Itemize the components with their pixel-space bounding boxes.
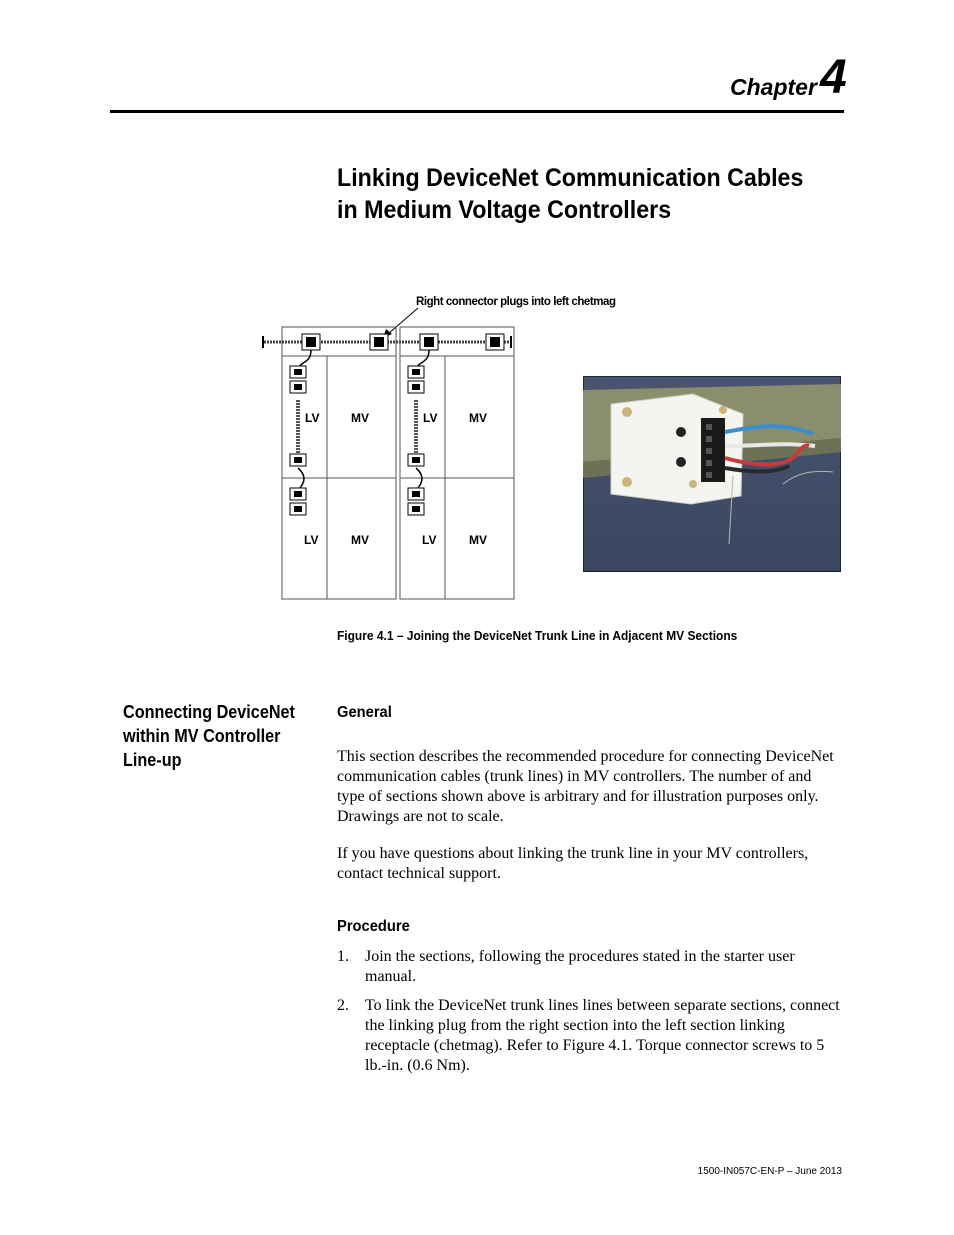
step-text: To link the DeviceNet trunk lines lines … bbox=[365, 997, 840, 1074]
side-heading-line: Connecting DeviceNet bbox=[123, 702, 295, 722]
side-heading-line: Line-up bbox=[123, 750, 182, 770]
general-heading: General bbox=[337, 704, 392, 721]
cell-label-mv: MV bbox=[351, 533, 369, 547]
section-left-outline bbox=[281, 326, 397, 600]
photo-plug bbox=[701, 418, 725, 482]
cell-label-mv: MV bbox=[469, 533, 487, 547]
section-right-outline bbox=[399, 326, 515, 600]
photo-hole bbox=[676, 457, 686, 467]
device-connector bbox=[407, 365, 425, 394]
photo-wire-thin bbox=[728, 475, 734, 545]
step-number: 1. bbox=[337, 948, 349, 965]
list-item: 2. To link the DeviceNet trunk lines lin… bbox=[337, 996, 842, 1076]
trunk-connector bbox=[301, 333, 321, 351]
procedure-heading: Procedure bbox=[337, 918, 410, 935]
photo-wire bbox=[724, 424, 814, 436]
photo-wire bbox=[724, 443, 810, 467]
drop-cable bbox=[415, 467, 423, 491]
cell-label-lv: LV bbox=[422, 533, 436, 547]
cell-label-lv: LV bbox=[305, 411, 319, 425]
page-title: Linking DeviceNet Communication Cables i… bbox=[337, 162, 821, 226]
step-number: 2. bbox=[337, 997, 349, 1014]
procedure-steps: 1. Join the sections, following the proc… bbox=[337, 947, 842, 1085]
device-connector bbox=[407, 487, 425, 516]
chapter-number: 4 bbox=[820, 51, 847, 104]
photo-pin bbox=[706, 448, 712, 454]
device-connector bbox=[289, 365, 307, 394]
photo-wire bbox=[724, 464, 790, 474]
section-side-heading: Connecting DeviceNet within MV Controlle… bbox=[123, 700, 303, 772]
page-title-line-2: in Medium Voltage Controllers bbox=[337, 196, 672, 224]
trunk-connector bbox=[369, 333, 389, 351]
photo-pin bbox=[706, 472, 712, 478]
trunk-connector bbox=[485, 333, 505, 351]
cell-label-mv: MV bbox=[351, 411, 369, 425]
device-connector bbox=[289, 453, 307, 467]
header-rule bbox=[110, 110, 844, 113]
photo-pin bbox=[706, 460, 712, 466]
cell-label-lv: LV bbox=[304, 533, 318, 547]
photo-screw bbox=[689, 480, 697, 488]
cell-label-lv: LV bbox=[423, 411, 437, 425]
page-title-line-1: Linking DeviceNet Communication Cables bbox=[337, 164, 804, 192]
general-paragraph-1: This section describes the recommended p… bbox=[337, 748, 834, 825]
drop-cable bbox=[297, 467, 305, 491]
photo-screw bbox=[622, 407, 632, 417]
callout-arrow bbox=[387, 307, 419, 335]
trunk-connector bbox=[419, 333, 439, 351]
list-item: 1. Join the sections, following the proc… bbox=[337, 947, 842, 987]
photo-pin bbox=[706, 436, 712, 442]
photo-wire-thin bbox=[782, 470, 834, 485]
photo-screw bbox=[719, 406, 727, 414]
general-paragraph-2: If you have questions about linking the … bbox=[337, 845, 809, 882]
photo-pin bbox=[706, 424, 712, 430]
chapter-label: Chapter bbox=[730, 74, 817, 100]
device-connector bbox=[407, 453, 425, 467]
step-text: Join the sections, following the procedu… bbox=[365, 948, 795, 985]
trunk-line-diagram: Right connector plugs into left chetmag … bbox=[262, 296, 616, 600]
cell-label-mv: MV bbox=[469, 411, 487, 425]
figure-caption: Figure 4.1 – Joining the DeviceNet Trunk… bbox=[337, 628, 738, 643]
connector-photo bbox=[583, 376, 841, 572]
side-heading-line: within MV Controller bbox=[123, 726, 281, 746]
device-connector bbox=[289, 487, 307, 516]
diagram-callout: Right connector plugs into left chetmag bbox=[416, 296, 616, 308]
photo-hole bbox=[676, 427, 686, 437]
photo-screw bbox=[622, 477, 632, 487]
footer-doc-ref: 1500-IN057C-EN-P – June 2013 bbox=[697, 1166, 842, 1177]
